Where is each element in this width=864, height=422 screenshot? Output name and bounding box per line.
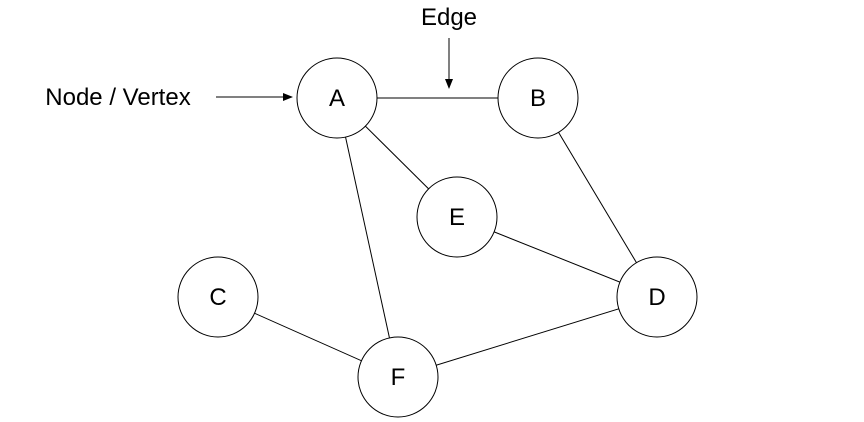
- node-label-d: D: [648, 284, 665, 311]
- node-f: F: [357, 336, 439, 418]
- node-circle-f: [357, 336, 439, 418]
- node-circle-a: [296, 57, 378, 139]
- nodes-group: A B C D E F: [177, 57, 698, 418]
- node-circle-d: [616, 256, 698, 338]
- node-label-a: A: [329, 85, 345, 112]
- node-d: D: [616, 256, 698, 338]
- edge-a-f: [336, 97, 399, 378]
- node-label-e: E: [449, 204, 465, 231]
- node-circle-c: [177, 256, 259, 338]
- node-a: A: [296, 57, 378, 139]
- edge-annotation-label: Edge: [421, 4, 477, 31]
- node-circle-e: [416, 176, 498, 258]
- node-label-b: B: [530, 85, 546, 112]
- node-b: B: [497, 57, 579, 139]
- node-label-c: C: [209, 284, 226, 311]
- node-label-f: F: [391, 364, 406, 391]
- node-circle-b: [497, 57, 579, 139]
- edge-f-d: [397, 296, 658, 378]
- node-e: E: [416, 176, 498, 258]
- node-c: C: [177, 256, 259, 338]
- node-vertex-annotation-label: Node / Vertex: [45, 84, 190, 111]
